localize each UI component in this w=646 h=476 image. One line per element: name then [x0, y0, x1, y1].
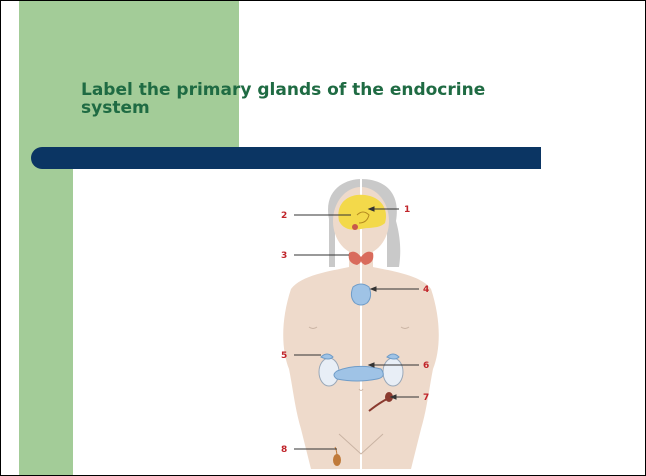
slide-title: Label the primary glands of the endocrin…	[81, 81, 551, 117]
title-underline-bar	[31, 147, 541, 169]
label-8: 8	[281, 445, 287, 455]
endocrine-illustration: 1 2 3 4 5 6 7 8	[251, 179, 451, 469]
pituitary-gland	[352, 224, 358, 230]
endocrine-diagram: 1 2 3 4 5 6 7 8	[251, 179, 451, 469]
thymus-gland	[351, 284, 370, 305]
label-7: 7	[423, 393, 429, 403]
label-6: 6	[423, 361, 429, 371]
label-3: 3	[281, 251, 287, 261]
label-1: 1	[404, 205, 410, 215]
label-4: 4	[423, 285, 429, 295]
green-corner-block	[19, 1, 239, 149]
label-5: 5	[281, 351, 287, 361]
testis-gland	[333, 454, 341, 466]
label-2: 2	[281, 211, 287, 221]
right-kidney	[383, 358, 403, 386]
